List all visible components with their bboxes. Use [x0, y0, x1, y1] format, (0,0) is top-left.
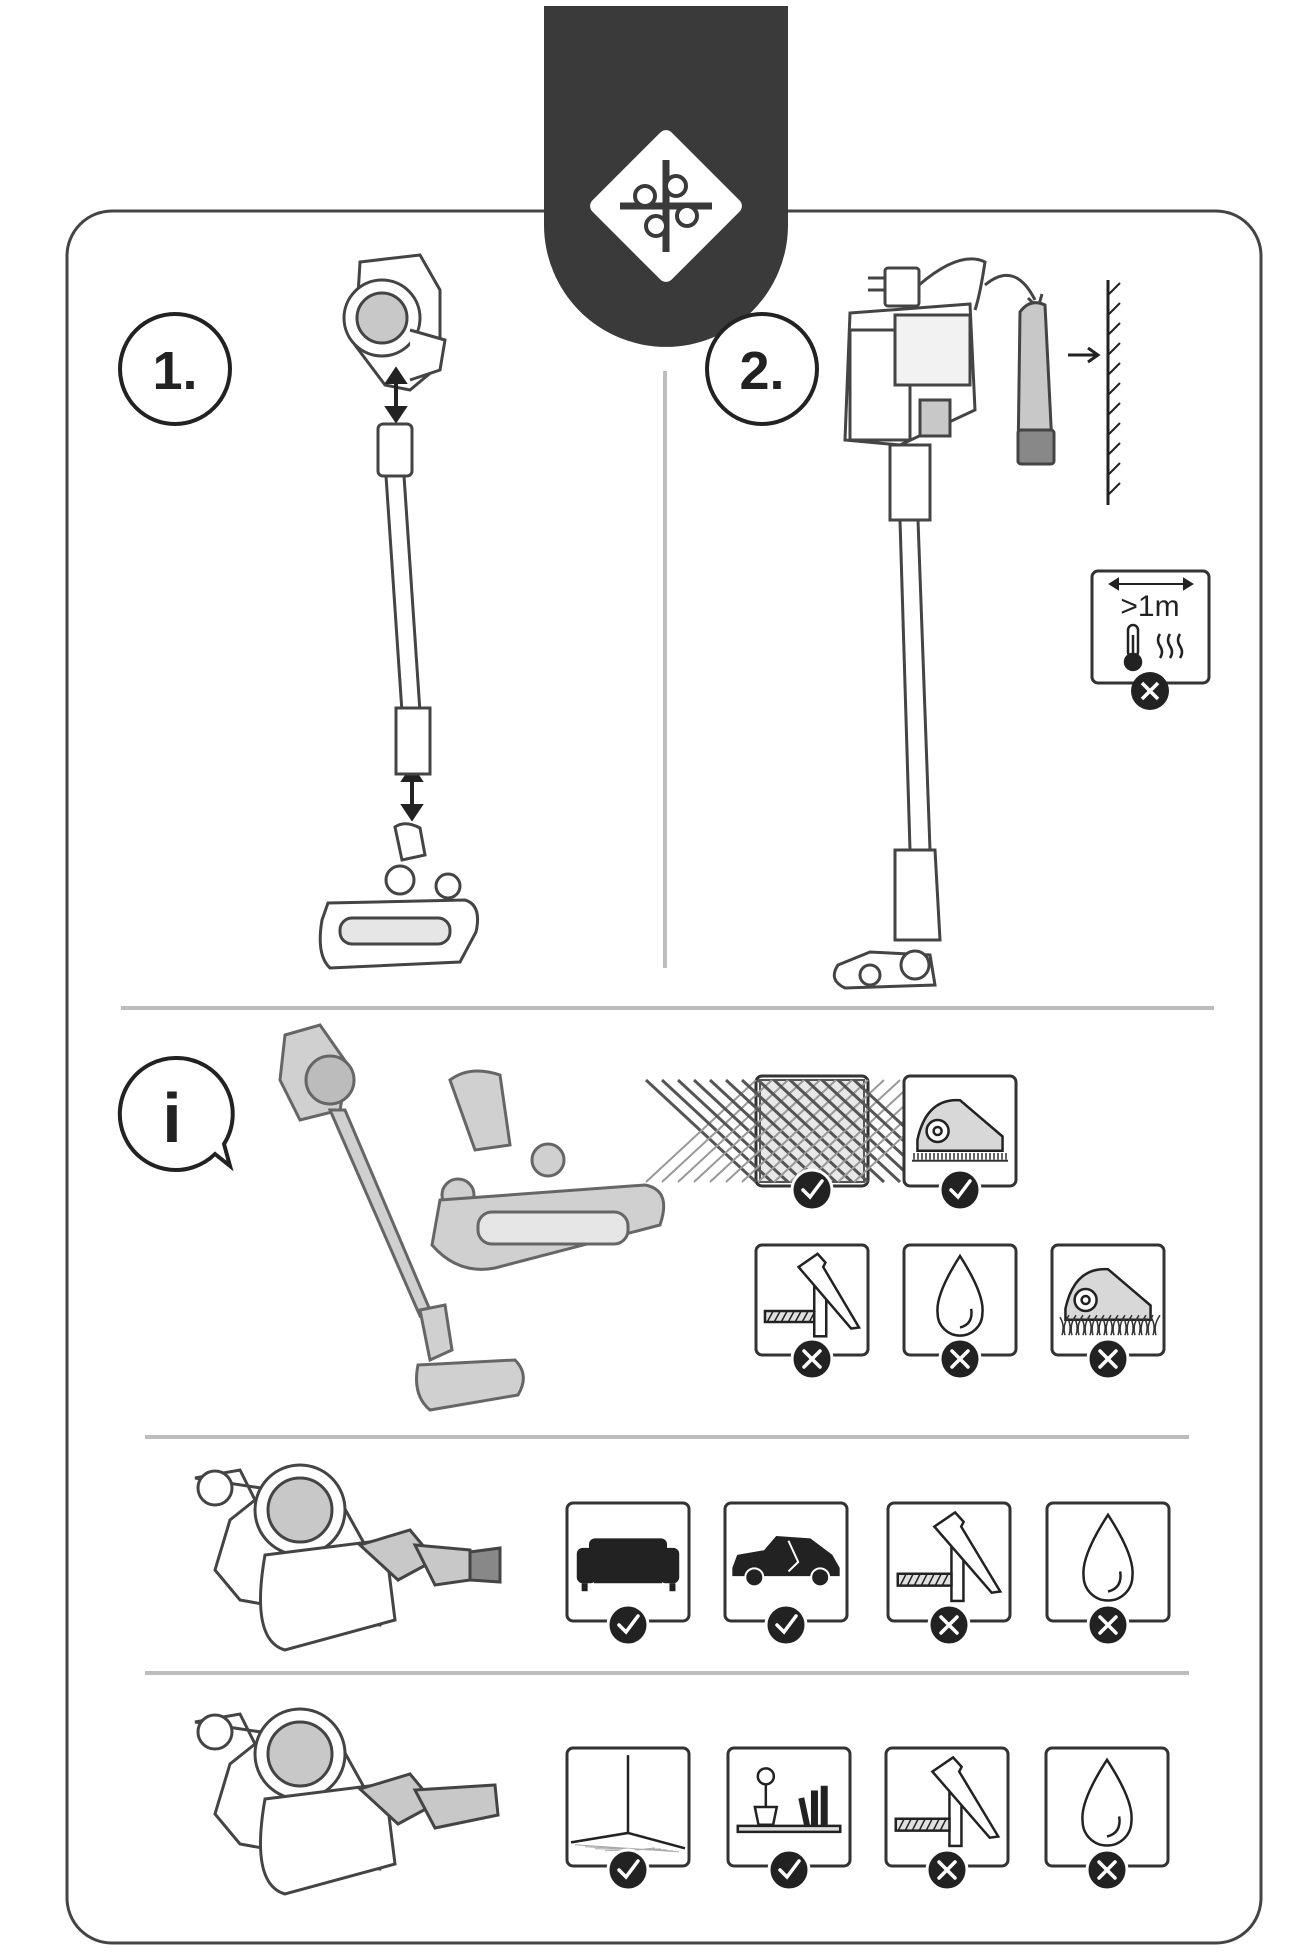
distance-arrow-icon: [1108, 577, 1194, 591]
not-allowed-icon: [938, 1337, 982, 1381]
step-1-number: 1.: [152, 341, 197, 401]
parquet-floor-icon: [644, 1078, 966, 1184]
usage-tile: [726, 1746, 852, 1892]
water-drop-icon: [936, 1253, 984, 1337]
nail-screw-icon: [896, 1510, 1003, 1603]
usage-tile: [565, 1746, 691, 1892]
allowed-check-icon: [764, 1603, 808, 1647]
charger-plug-icon: [868, 257, 987, 311]
long-pile-carpet-icon: [1059, 1267, 1161, 1336]
usage-tile: [902, 1074, 1018, 1212]
not-allowed-icon: [1086, 1603, 1130, 1647]
not-allowed-icon: [1131, 672, 1169, 710]
not-allowed-icon: [790, 1337, 834, 1381]
usage-tile: [1044, 1746, 1170, 1892]
usage-tile: [644, 1074, 966, 1212]
usage-tile: [723, 1501, 849, 1647]
vacuum-brush-illustration: [194, 1463, 502, 1652]
allowed-check-icon: [606, 1848, 650, 1892]
usage-tile: [754, 1243, 870, 1381]
short-carpet-icon: [912, 1098, 1008, 1162]
not-allowed-icon: [927, 1603, 971, 1647]
usage-tile: [1050, 1243, 1166, 1381]
crevice-tool-tiles: [565, 1746, 1170, 1892]
car-interior-icon: [732, 1536, 840, 1588]
sofa-icon: [576, 1538, 680, 1592]
nail-screw-icon: [894, 1755, 1001, 1848]
heat-distance-label: >1m: [1120, 590, 1179, 623]
usage-tile: [902, 1243, 1018, 1381]
thermometer-heat-icon: [1123, 623, 1184, 672]
allowed-check-icon: [938, 1168, 982, 1212]
vacuum-assembly-illustration: [318, 253, 480, 970]
floor-head-tiles: [644, 1074, 1166, 1381]
not-allowed-icon: [1085, 1848, 1129, 1892]
header-tab: [544, 6, 788, 347]
puzzle-pieces-icon: [590, 130, 742, 282]
brush-tool-tiles: [565, 1501, 1171, 1647]
usage-tile: [886, 1501, 1012, 1647]
step-2-badge: 2.: [705, 312, 819, 426]
not-allowed-icon: [925, 1848, 969, 1892]
allowed-check-icon: [767, 1848, 811, 1892]
shelf-icon: [736, 1767, 842, 1834]
water-drop-icon: [1081, 1757, 1133, 1847]
nail-screw-icon: [763, 1252, 862, 1338]
allowed-check-icon: [790, 1168, 834, 1212]
vacuum-crevice-illustration: [194, 1707, 500, 1896]
vacuum-floor-illustration: [278, 1023, 666, 1412]
allowed-check-icon: [606, 1603, 650, 1647]
heat-warning-tile: >1m: [1090, 569, 1211, 710]
vacuum-charging-illustration: [832, 257, 1121, 990]
water-drop-icon: [1082, 1512, 1134, 1602]
info-badge: i: [117, 1055, 235, 1172]
step-2-number: 2.: [739, 341, 784, 401]
info-icon: i: [162, 1079, 181, 1157]
usage-tile: [565, 1501, 691, 1647]
usage-tiles: [565, 1074, 1171, 1892]
usage-tile: [1045, 1501, 1171, 1647]
step-1-badge: 1.: [118, 312, 232, 426]
not-allowed-icon: [1086, 1337, 1130, 1381]
usage-tile: [884, 1746, 1010, 1892]
arrow-to-wall-icon: [1068, 346, 1101, 364]
